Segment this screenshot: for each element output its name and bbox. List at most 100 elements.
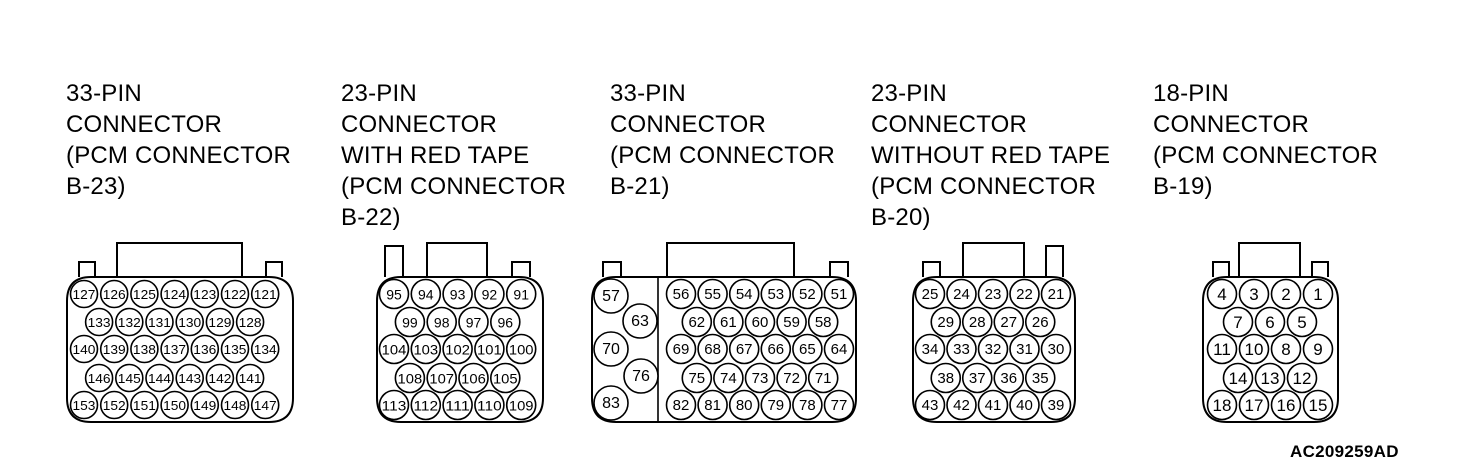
pin-109: 109 (505, 389, 537, 421)
pin-label: 7 (1233, 313, 1242, 332)
pin-label: 59 (783, 314, 800, 331)
pin-label: 138 (133, 342, 156, 357)
pin-43: 43 (914, 389, 946, 421)
pin-60: 60 (744, 306, 776, 338)
pin-76: 76 (623, 358, 659, 394)
pin-97: 97 (458, 306, 489, 338)
pin-78: 78 (792, 389, 823, 421)
guide-ear (78, 261, 96, 277)
pin-label: 82 (673, 397, 690, 414)
pin-label: 37 (969, 370, 986, 387)
pin-label: 94 (418, 287, 434, 303)
pin-label: 141 (239, 371, 262, 386)
pin-112: 112 (410, 389, 442, 421)
pin-label: 122 (224, 287, 247, 302)
pin-145: 145 (115, 363, 144, 393)
pin-106: 106 (458, 362, 489, 394)
pin-37: 37 (961, 362, 993, 394)
figure-id: AC209259AD (1290, 442, 1399, 461)
connector-b20-label: 23-PIN CONNECTOR WITHOUT RED TAPE (PCM C… (871, 80, 1111, 231)
guide-ear (1311, 261, 1329, 277)
pin-132: 132 (115, 307, 144, 337)
pin-label: 43 (922, 397, 939, 414)
pin-label: 71 (815, 370, 832, 387)
pin-11: 11 (1206, 333, 1238, 365)
pin-label: 58 (815, 314, 832, 331)
pin-126: 126 (99, 279, 129, 309)
pin-41: 41 (977, 389, 1009, 421)
pin-label: 145 (118, 371, 141, 386)
pin-label: 137 (163, 342, 186, 357)
pin-105: 105 (489, 362, 521, 394)
pin-7: 7 (1222, 306, 1254, 338)
pin-73: 73 (744, 362, 776, 394)
pin-label: 63 (631, 313, 649, 330)
pin-label: 129 (208, 315, 231, 330)
pin-label: 121 (254, 287, 277, 302)
pin-label: 109 (509, 398, 534, 414)
pin-label: 42 (953, 397, 970, 414)
pin-label: 113 (382, 398, 407, 414)
guide-ear (265, 261, 283, 277)
guide-ear (1212, 261, 1230, 277)
pin-label: 99 (402, 315, 418, 331)
pin-label: 1 (1313, 285, 1322, 304)
pin-52: 52 (792, 278, 823, 310)
pin-137: 137 (160, 334, 189, 364)
pin-label: 142 (208, 371, 231, 386)
pin-63: 63 (622, 303, 658, 339)
pin-label: 5 (1297, 313, 1306, 332)
connector-b22-label: 23-PIN CONNECTOR WITH RED TAPE (PCM CONN… (341, 80, 567, 231)
guide-ear (384, 245, 404, 277)
pin-81: 81 (697, 389, 728, 421)
pin-label: 148 (224, 398, 247, 413)
guide-ear (511, 261, 531, 277)
pin-label: 30 (1048, 341, 1065, 358)
pin-label: 79 (767, 397, 784, 414)
pin-label: 3 (1249, 285, 1258, 304)
pin-13: 13 (1254, 362, 1286, 394)
pin-74: 74 (713, 362, 744, 394)
pin-58: 58 (807, 306, 839, 338)
pin-55: 55 (697, 278, 728, 310)
pin-label: 125 (133, 287, 156, 302)
connector-housing (591, 276, 857, 423)
pin-label: 61 (720, 314, 737, 331)
pin-label: 60 (752, 314, 769, 331)
pin-148: 148 (220, 390, 250, 420)
pin-label: 143 (178, 371, 201, 386)
pin-label: 151 (133, 398, 156, 413)
pin-label: 12 (1293, 369, 1312, 388)
pin-94: 94 (410, 278, 442, 310)
pin-label: 74 (720, 370, 737, 387)
pin-label: 123 (193, 287, 216, 302)
pin-27: 27 (993, 306, 1025, 338)
pin-35: 35 (1024, 362, 1056, 394)
connector-b19-label: 18-PIN CONNECTOR (PCM CONNECTOR B-19) (1153, 80, 1379, 200)
pin-151: 151 (130, 390, 159, 420)
pin-label: 92 (482, 287, 498, 303)
pin-51: 51 (823, 278, 855, 310)
pin-label: 40 (1016, 397, 1033, 414)
pin-label: 136 (193, 342, 216, 357)
pin-54: 54 (728, 278, 760, 310)
pin-18: 18 (1206, 389, 1238, 421)
pin-1: 1 (1302, 278, 1334, 310)
pin-17: 17 (1238, 389, 1270, 421)
pin-label: 31 (1016, 341, 1033, 358)
pin-label: 4 (1217, 285, 1226, 304)
pin-label: 78 (799, 397, 816, 414)
pin-label: 38 (937, 370, 954, 387)
pin-146: 146 (84, 363, 114, 393)
pin-label: 135 (224, 342, 247, 357)
pin-label: 32 (985, 341, 1002, 358)
pin-9: 9 (1302, 333, 1334, 365)
pin-108: 108 (394, 362, 426, 394)
pin-label: 69 (673, 341, 690, 358)
pin-125: 125 (130, 279, 159, 309)
pin-66: 66 (760, 333, 792, 365)
pin-80: 80 (728, 389, 760, 421)
pin-111: 111 (442, 389, 473, 421)
lock-tab (116, 242, 243, 277)
